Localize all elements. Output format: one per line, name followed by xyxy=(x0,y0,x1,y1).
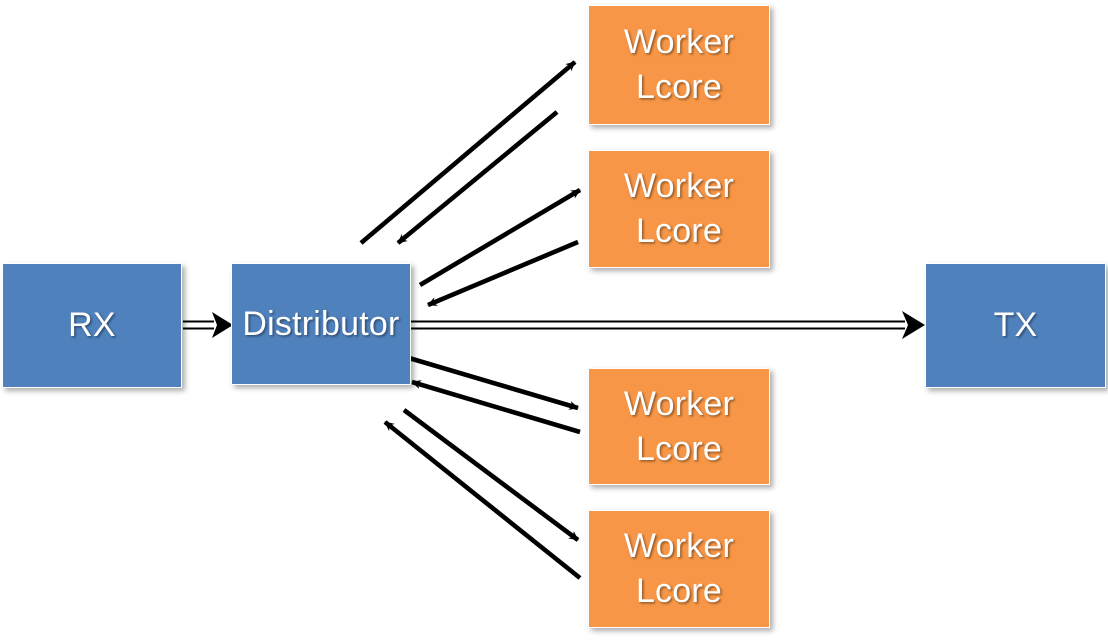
arrow-distributor-to-worker4 xyxy=(402,408,580,542)
arrow-distributor-to-worker3 xyxy=(408,355,579,411)
arrow-distributor-to-tx xyxy=(411,311,925,339)
node-worker-lcore-2[interactable]: Worker Lcore xyxy=(588,150,770,268)
arrow-distributor-to-worker1 xyxy=(359,60,577,245)
node-worker-lcore-3[interactable]: Worker Lcore xyxy=(588,368,770,485)
arrow-worker4-to-distributor xyxy=(383,420,582,580)
node-worker-lcore-2-label: Worker Lcore xyxy=(623,167,735,250)
node-tx-label: TX xyxy=(993,306,1038,345)
node-worker-lcore-1-label: Worker Lcore xyxy=(623,23,735,106)
node-worker-lcore-4[interactable]: Worker Lcore xyxy=(588,510,770,628)
node-distributor-label: Distributor xyxy=(242,304,400,343)
node-rx[interactable]: RX xyxy=(2,263,182,388)
node-worker-lcore-1[interactable]: Worker Lcore xyxy=(588,5,770,125)
arrow-distributor-to-worker2 xyxy=(418,188,582,287)
arrow-rx-to-distributor xyxy=(183,312,233,338)
node-rx-label: RX xyxy=(68,306,116,345)
arrow-worker2-to-distributor xyxy=(427,239,579,308)
arrow-worker1-to-distributor xyxy=(396,110,559,245)
arrow-worker3-to-distributor xyxy=(411,379,581,435)
node-worker-lcore-3-label: Worker Lcore xyxy=(623,384,735,468)
node-worker-lcore-4-label: Worker Lcore xyxy=(623,527,735,610)
node-tx[interactable]: TX xyxy=(925,263,1106,388)
node-distributor[interactable]: Distributor xyxy=(231,263,411,385)
